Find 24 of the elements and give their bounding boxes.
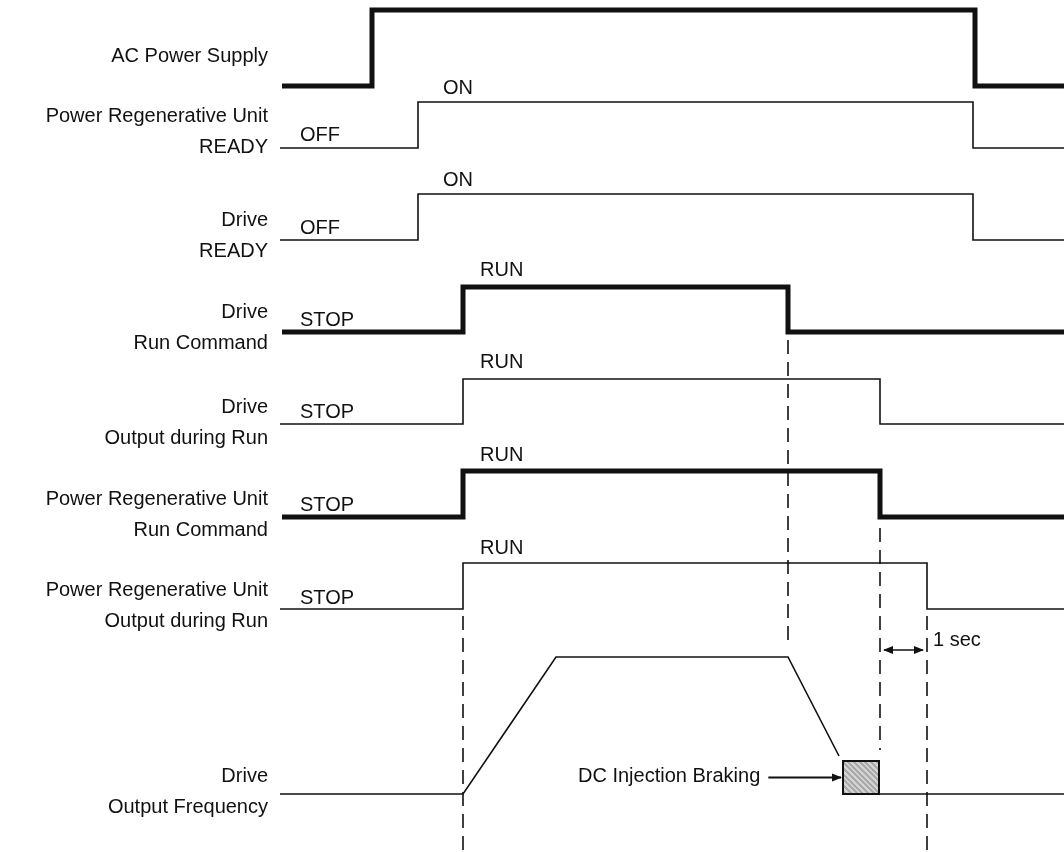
state-label: RUN	[480, 257, 524, 282]
state-label: OFF	[300, 215, 340, 240]
annotation-label: DC Injection Braking	[578, 760, 761, 791]
state-label: STOP	[300, 585, 355, 610]
state-label: RUN	[480, 349, 524, 374]
signal-name: Power Regenerative Unit Run Command	[44, 486, 268, 542]
signal-name: Drive Output Frequency	[106, 763, 268, 819]
state-label: STOP	[300, 492, 355, 517]
signal-name: Power Regenerative Unit Output during Run	[44, 577, 268, 633]
state-label: OFF	[300, 122, 340, 147]
state-label: STOP	[300, 399, 355, 424]
signal-name: Drive Output during Run	[103, 394, 268, 450]
braking-block	[842, 760, 880, 795]
state-label: ON	[443, 167, 473, 192]
signal-name: Power Regenerative Unit READY	[44, 103, 268, 159]
state-label: STOP	[300, 307, 355, 332]
dimension-label: 1 sec	[933, 627, 981, 652]
arrow	[767, 773, 842, 782]
signal-name: Drive Run Command	[132, 299, 268, 355]
state-label: RUN	[480, 442, 524, 467]
state-label: RUN	[480, 535, 524, 560]
signal-name: Drive READY	[198, 207, 268, 263]
signal-name: AC Power Supply	[110, 43, 268, 68]
state-label: ON	[443, 75, 473, 100]
